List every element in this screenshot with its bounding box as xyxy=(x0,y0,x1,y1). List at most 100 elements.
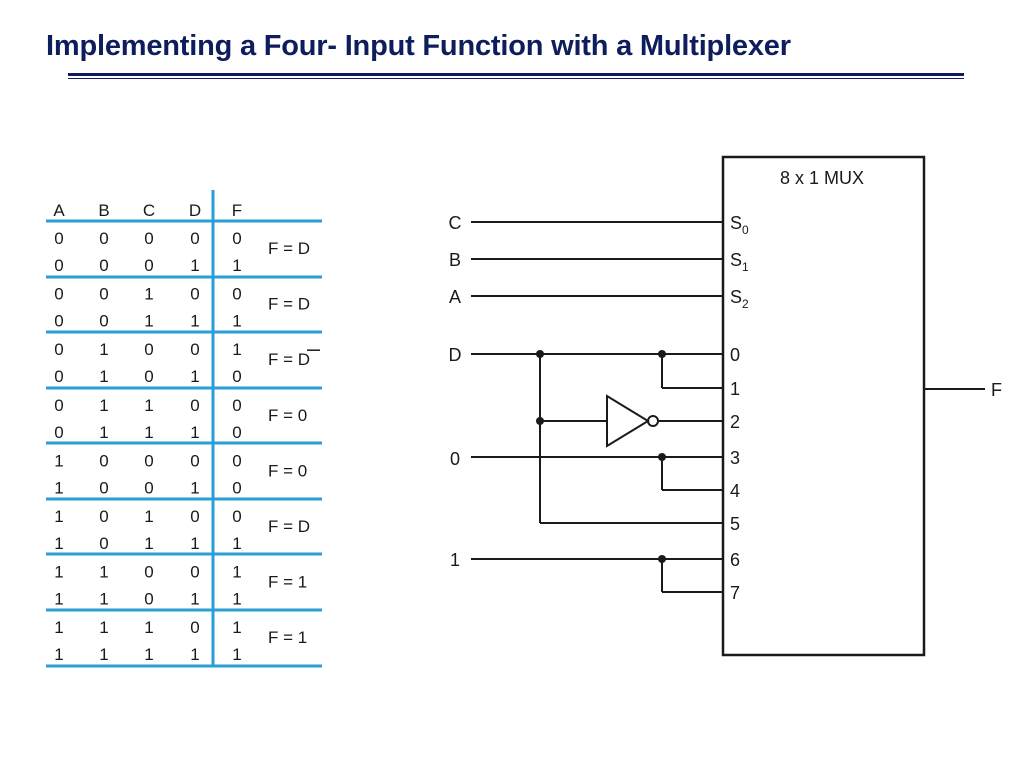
input-label-a: A xyxy=(449,287,461,307)
table-cell: 1 xyxy=(144,285,153,304)
table-cell: 0 xyxy=(54,340,63,359)
table-header-cell: F xyxy=(232,201,242,220)
table-cell: 0 xyxy=(99,534,108,553)
page-title: Implementing a Four- Input Function with… xyxy=(46,30,791,62)
function-group-label: F = D xyxy=(268,239,310,258)
mux-label: 8 x 1 MUX xyxy=(780,168,864,188)
table-cell: 1 xyxy=(232,312,241,331)
table-cell: 0 xyxy=(54,396,63,415)
table-cell: 1 xyxy=(144,396,153,415)
table-cell: 1 xyxy=(99,563,108,582)
table-cell: 1 xyxy=(54,563,63,582)
table-cell: 0 xyxy=(54,256,63,275)
title-underline xyxy=(68,73,964,76)
table-cell: 0 xyxy=(144,451,153,470)
table-cell: 1 xyxy=(144,618,153,637)
table-cell: 1 xyxy=(232,563,241,582)
table-cell: 1 xyxy=(99,590,108,609)
table-cell: 0 xyxy=(99,312,108,331)
table-cell: 1 xyxy=(144,507,153,526)
mux-block xyxy=(721,155,926,657)
table-cell: 1 xyxy=(54,645,63,664)
function-group-label: F = 0 xyxy=(268,461,307,480)
function-group-label: F = 1 xyxy=(268,573,307,592)
pin-6: 6 xyxy=(730,550,740,570)
title-underline-thin xyxy=(68,78,964,79)
table-cell: 0 xyxy=(190,340,199,359)
pin-s2: S2 xyxy=(730,287,749,311)
table-cell: 1 xyxy=(144,423,153,442)
not-gate xyxy=(606,394,650,448)
table-cell: 0 xyxy=(144,563,153,582)
table-header-cell: A xyxy=(53,201,65,220)
junction-dot xyxy=(536,350,544,358)
input-label-one: 1 xyxy=(450,550,460,570)
input-label-d: D xyxy=(449,345,462,365)
input-label-c: C xyxy=(449,213,462,233)
table-cell: 1 xyxy=(54,618,63,637)
table-cell: 1 xyxy=(99,367,108,386)
pin-0: 0 xyxy=(730,345,740,365)
table-cell: 1 xyxy=(190,590,199,609)
pin-4: 4 xyxy=(730,481,740,501)
table-cell: 0 xyxy=(99,229,108,248)
junction-dot xyxy=(658,555,666,563)
table-cell: 0 xyxy=(232,507,241,526)
table-cell: 0 xyxy=(190,285,199,304)
input-label-zero: 0 xyxy=(450,449,460,469)
table-body: 0 0 0 0 0 0 0 0 1 1 0 0 1 0 0 0 0 1 1 1 0 1 0 0 1 0 1 0 1 0 0 1 1 0 0 0 1 1 1 0… xyxy=(54,229,241,664)
pin-s1: S1 xyxy=(730,250,749,274)
function-group-label: F = D xyxy=(268,350,310,369)
table-header-cell: D xyxy=(189,201,201,220)
table-cell: 0 xyxy=(54,229,63,248)
table-cell: 0 xyxy=(99,285,108,304)
pin-5: 5 xyxy=(730,514,740,534)
table-cell: 0 xyxy=(144,229,153,248)
pin-7: 7 xyxy=(730,583,740,603)
table-cell: 1 xyxy=(54,451,63,470)
pin-2: 2 xyxy=(730,412,740,432)
select-pin-labels: S0 S1 S2 xyxy=(730,213,749,311)
table-cell: 1 xyxy=(232,534,241,553)
junction-dot xyxy=(536,417,544,425)
table-cell: 1 xyxy=(190,367,199,386)
table-cell: 1 xyxy=(232,618,241,637)
table-cell: 0 xyxy=(190,229,199,248)
table-cell: 1 xyxy=(99,396,108,415)
junction-dot xyxy=(658,453,666,461)
table-cell: 0 xyxy=(232,367,241,386)
table-cell: 1 xyxy=(190,256,199,275)
input-label-b: B xyxy=(449,250,461,270)
table-cell: 0 xyxy=(54,285,63,304)
table-cell: 0 xyxy=(144,478,153,497)
table-cell: 1 xyxy=(99,645,108,664)
table-cell: 1 xyxy=(54,534,63,553)
table-cell: 1 xyxy=(99,423,108,442)
table-cell: 1 xyxy=(99,618,108,637)
table-cell: 1 xyxy=(190,478,199,497)
table-cell: 0 xyxy=(144,367,153,386)
table-cell: 0 xyxy=(99,256,108,275)
table-cell: 0 xyxy=(144,590,153,609)
data-pin-labels: 0 1 2 3 4 5 6 7 xyxy=(730,345,740,603)
function-group-label: F = D xyxy=(268,295,310,314)
junction-dot xyxy=(658,350,666,358)
table-cell: 0 xyxy=(190,507,199,526)
table-cell: 1 xyxy=(190,423,199,442)
table-cell: 1 xyxy=(144,312,153,331)
table-cell: 1 xyxy=(232,256,241,275)
output-label-f: F xyxy=(991,380,1002,400)
junction-dots xyxy=(536,350,666,563)
table-cell: 1 xyxy=(190,534,199,553)
table-cell: 0 xyxy=(144,256,153,275)
table-cell: 0 xyxy=(232,478,241,497)
table-cell: 1 xyxy=(99,340,108,359)
table-header-cell: B xyxy=(98,201,109,220)
table-cell: 1 xyxy=(144,645,153,664)
table-cell: 1 xyxy=(54,590,63,609)
table-cell: 0 xyxy=(54,312,63,331)
table-group-labels: F = DF = DF = DF = 0F = 0F = DF = 1F = 1 xyxy=(268,239,320,647)
